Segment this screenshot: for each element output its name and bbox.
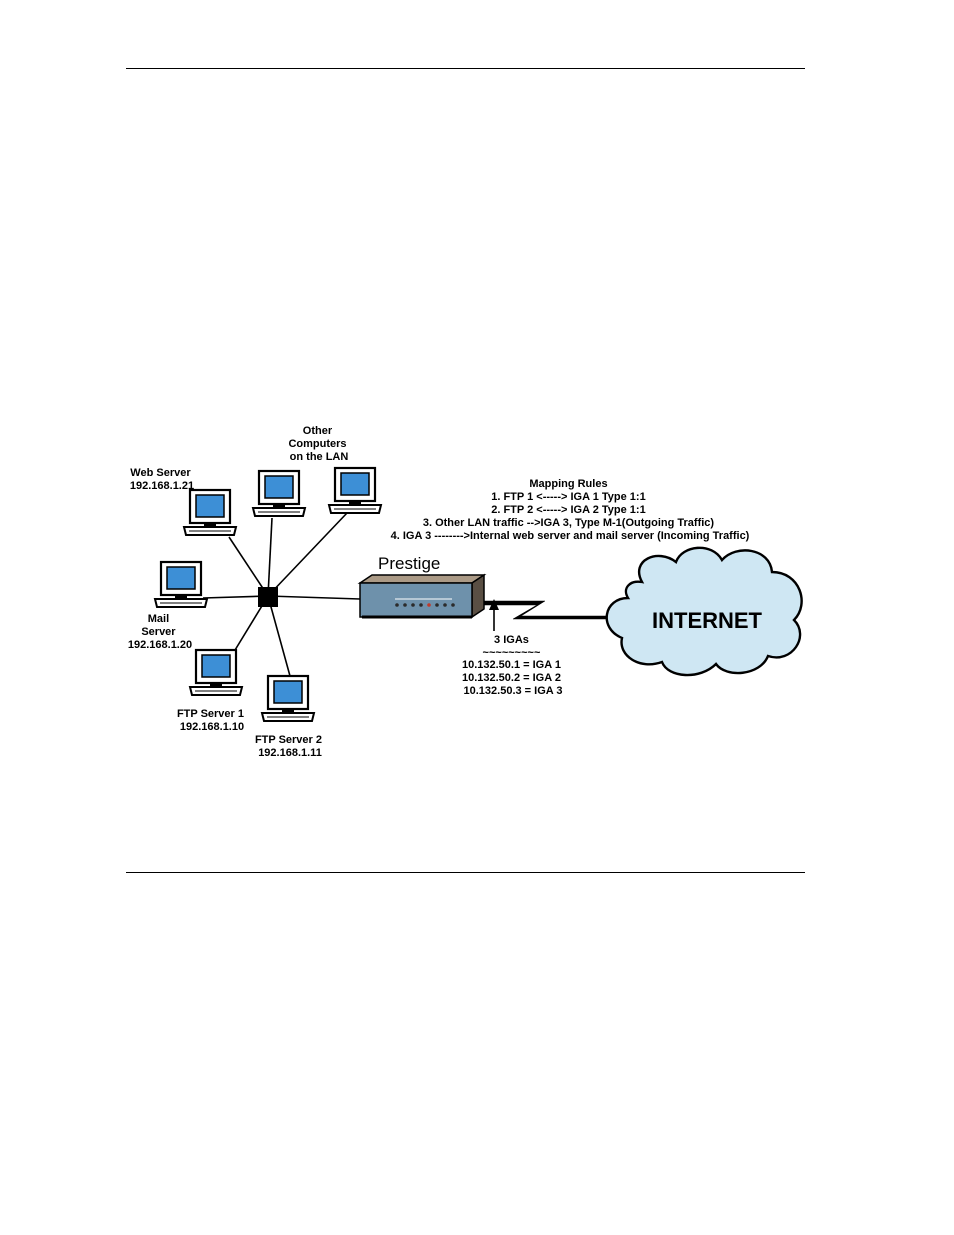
computer-icon — [153, 560, 209, 609]
mapping-rules: Mapping Rules 1. FTP 1 <-----> IGA 1 Typ… — [391, 478, 750, 542]
computer-icon — [182, 488, 238, 537]
other-computers-label: Other Computers on the LAN — [288, 425, 349, 463]
up-arrow-icon — [489, 599, 499, 631]
computer-icon — [260, 674, 316, 723]
ftp-server-1-label: FTP Server 1 192.168.1.10 — [177, 708, 247, 733]
prestige-label: Prestige — [378, 554, 440, 573]
web-server-label: Web Server 192.168.1.21 — [130, 467, 194, 492]
ftp-server-2-label: FTP Server 2 192.168.1.11 — [255, 734, 325, 759]
lightning-link-icon — [483, 600, 608, 620]
internet-label: INTERNET — [652, 608, 763, 633]
mail-server-label: Mail Server 192.168.1.20 — [128, 613, 192, 651]
computer-icon — [327, 466, 383, 515]
hub-icon — [258, 587, 278, 607]
computer-icon — [188, 648, 244, 697]
top-rule — [126, 68, 805, 69]
cloud-icon — [605, 546, 803, 677]
lan-links — [202, 512, 361, 677]
bottom-rule — [126, 872, 805, 873]
iga-list: 3 IGAs ~~~~~~~~~ 10.132.50.1 = IGA 1 10.… — [462, 634, 564, 697]
computer-icon — [251, 469, 307, 518]
router-icon — [357, 573, 487, 619]
